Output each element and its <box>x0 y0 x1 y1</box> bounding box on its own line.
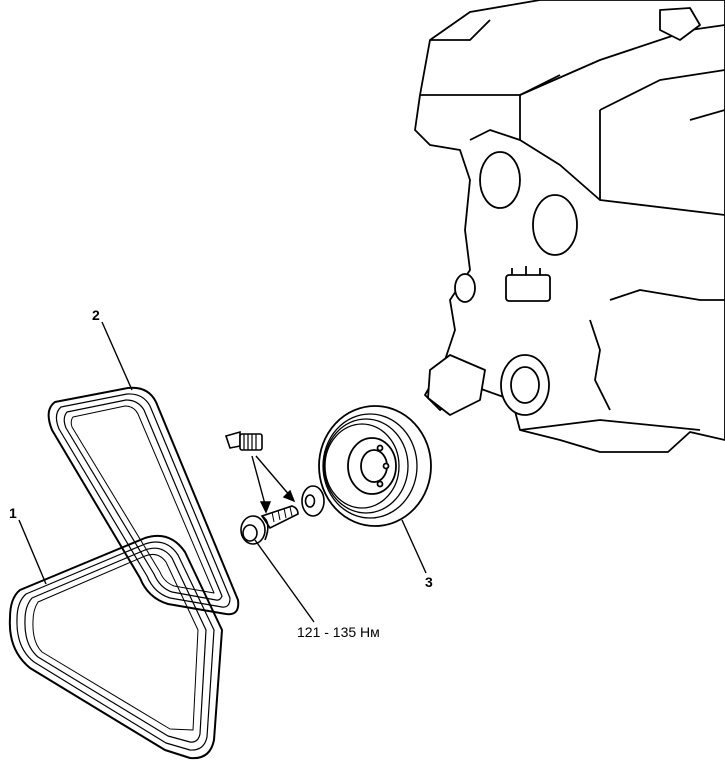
leader-lines <box>18 321 427 623</box>
crankshaft-pulley <box>318 405 432 527</box>
callout-label-3: 3 <box>425 574 433 590</box>
bolt <box>240 505 299 545</box>
callout-label-1: 1 <box>9 505 17 521</box>
arrows <box>251 455 296 514</box>
torque-label: 121 - 135 Нм <box>297 624 380 640</box>
callout-label-2: 2 <box>92 307 100 323</box>
belt-2 <box>47 386 240 616</box>
engine-block <box>414 0 725 453</box>
belt-1 <box>8 534 223 760</box>
spring-clip <box>224 430 263 451</box>
washer <box>301 485 325 517</box>
